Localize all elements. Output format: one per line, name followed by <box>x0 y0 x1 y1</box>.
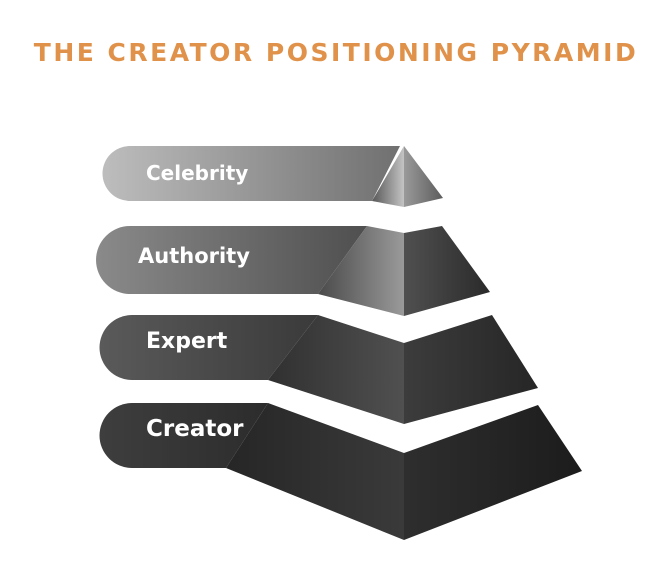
tier-celebrity-label: Celebrity <box>146 161 248 185</box>
tier-expert-band <box>99 315 319 380</box>
tier-creator-right-face <box>404 405 582 540</box>
tier-authority-label: Authority <box>138 244 250 268</box>
tier-expert-right-face <box>404 315 538 424</box>
page-title: THE CREATOR POSITIONING PYRAMID <box>33 38 639 67</box>
tier-expert-label: Expert <box>146 329 228 354</box>
tier-celebrity-left-face <box>372 146 404 207</box>
tier-authority: Authority <box>96 226 490 316</box>
tier-expert: Expert <box>99 315 538 424</box>
tier-creator-label: Creator <box>146 416 244 442</box>
tier-celebrity-right-face <box>404 146 443 207</box>
tier-celebrity-band <box>102 146 400 201</box>
tier-creator-left-face <box>226 403 404 540</box>
tier-authority-band <box>96 226 368 294</box>
tier-expert-left-face <box>268 315 404 424</box>
tier-authority-left-face <box>318 226 404 316</box>
tier-creator-band <box>99 403 269 468</box>
tier-celebrity: Celebrity <box>102 146 443 207</box>
tier-creator: Creator <box>99 403 582 540</box>
tier-authority-right-face <box>404 226 490 316</box>
